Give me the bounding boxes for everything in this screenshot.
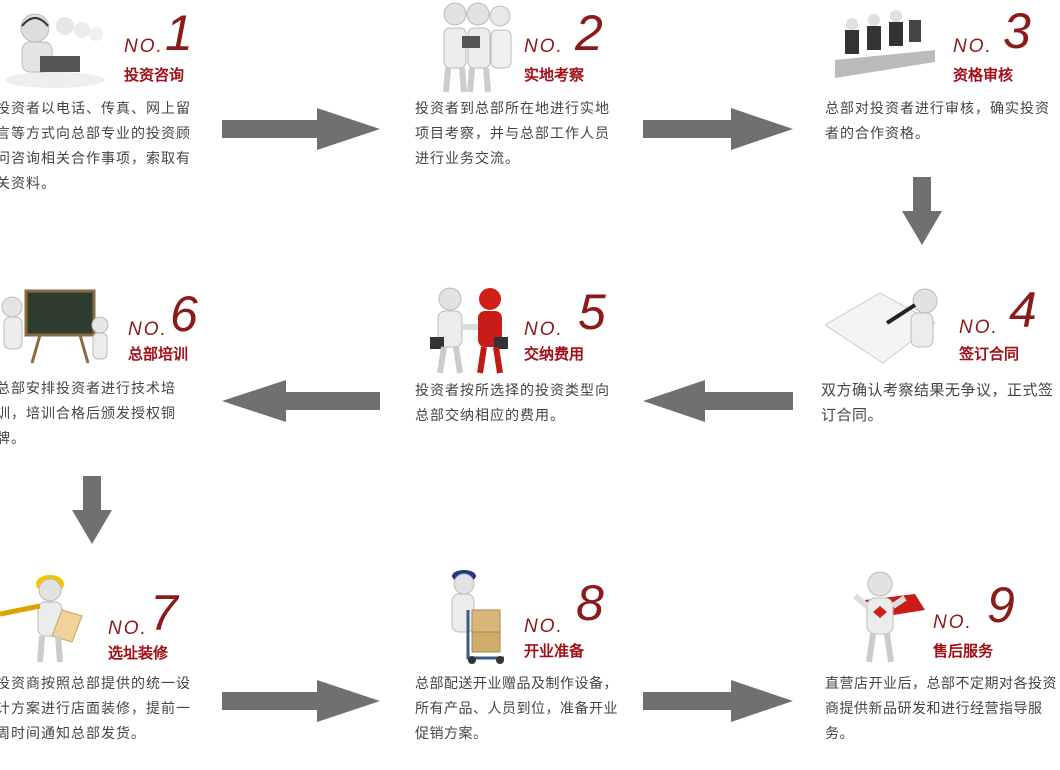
step-number: 8 xyxy=(576,575,604,631)
step-6: NO. 6 总部培训 总部安排投资者进行技术培训，培训合格后颁发授权铜牌。 xyxy=(0,285,250,485)
step-no-label: NO. xyxy=(124,36,164,57)
step-title: 实地考察 xyxy=(524,64,585,85)
arrow-right-icon xyxy=(222,680,380,722)
step-description: 投资商按照总部提供的统一设计方案进行店面装修，提前一周时间通知总部发货。 xyxy=(0,676,191,742)
step-number: 1 xyxy=(165,5,193,61)
step-title: 售后服务 xyxy=(933,640,994,661)
reading-figures-icon xyxy=(410,0,525,95)
arrow-down-icon xyxy=(72,476,112,544)
step-4: NO. 4 签订合同 双方确认考察结果无争议，正式签订合同。 xyxy=(821,282,1060,485)
step-description: 总部安排投资者进行技术培训，培训合格后颁发授权铜牌。 xyxy=(0,381,176,447)
step-8: NO. 8 开业准备 总部配送开业赠品及制作设备，所有产品、人员到位，准备开业促… xyxy=(410,570,660,770)
step-no-label: NO. xyxy=(524,319,564,340)
step-description: 投资者到总部所在地进行实地项目考察，并与总部工作人员进行业务交流。 xyxy=(415,101,610,167)
step-number: 7 xyxy=(150,585,178,641)
step-number: 3 xyxy=(1003,3,1031,59)
superhero-figure-icon xyxy=(825,570,940,665)
step-no-label: NO. xyxy=(108,618,148,639)
step-2: NO. 2 实地考察 投资者到总部所在地进行实地项目考察，并与总部工作人员进行业… xyxy=(410,0,660,200)
step-no-label: NO. xyxy=(128,319,168,340)
step-no-label: NO. xyxy=(524,36,564,57)
step-no-label: NO. xyxy=(524,616,564,637)
step-no-label: NO. xyxy=(959,317,999,338)
step-description: 双方确认考察结果无争议，正式签订合同。 xyxy=(821,381,1054,424)
step-description: 投资者按所选择的投资类型向总部交纳相应的费用。 xyxy=(415,383,610,424)
step-title: 投资咨询 xyxy=(124,64,185,85)
arrow-right-icon xyxy=(643,680,793,722)
step-number: 2 xyxy=(575,5,603,61)
step-description: 总部配送开业赠品及制作设备，所有产品、人员到位，准备开业促销方案。 xyxy=(415,676,618,742)
step-title: 资格审核 xyxy=(953,64,1014,85)
step-number: 6 xyxy=(170,286,198,342)
arrow-right-icon xyxy=(222,108,380,150)
construction-worker-icon xyxy=(0,570,115,665)
teacher-board-icon xyxy=(0,285,115,380)
step-7: NO. 7 选址装修 投资商按照总部提供的统一设计方案进行店面装修，提前一周时间… xyxy=(0,570,250,770)
step-no-label: NO. xyxy=(933,612,973,633)
handshake-figures-icon xyxy=(410,285,525,380)
step-title: 签订合同 xyxy=(959,343,1020,364)
step-title: 交纳费用 xyxy=(524,343,585,364)
step-title: 开业准备 xyxy=(524,640,585,661)
delivery-figure-icon xyxy=(410,570,525,665)
step-number: 4 xyxy=(1009,282,1037,338)
step-number: 9 xyxy=(987,577,1015,633)
step-number: 5 xyxy=(578,284,606,340)
headset-figure-icon xyxy=(0,0,115,95)
step-1: NO. 1 投资咨询 投资者以电话、传真、网上留言等方式向总部专业的投资顾问咨询… xyxy=(0,0,250,200)
step-description: 总部对投资者进行审核，确实投资者的合作资格。 xyxy=(825,101,1050,142)
step-description: 投资者以电话、传真、网上留言等方式向总部专业的投资顾问咨询相关合作事项，索取有关… xyxy=(0,101,191,192)
meeting-table-icon xyxy=(825,0,940,95)
arrow-left-icon xyxy=(643,380,793,422)
step-title: 选址装修 xyxy=(108,642,169,663)
step-3: NO. 3 资格审核 总部对投资者进行审核，确实投资者的合作资格。 xyxy=(825,0,1060,200)
arrow-left-icon xyxy=(222,380,380,422)
arrow-down-icon xyxy=(902,177,942,245)
signing-figure-icon xyxy=(824,285,940,380)
step-title: 总部培训 xyxy=(128,343,189,364)
arrow-right-icon xyxy=(643,108,793,150)
step-no-label: NO. xyxy=(953,36,993,57)
step-5: NO. 5 交纳费用 投资者按所选择的投资类型向总部交纳相应的费用。 xyxy=(410,285,660,485)
step-description: 直营店开业后，总部不定期对各投资商提供新品研发和进行经营指导服务。 xyxy=(825,676,1057,742)
step-9: NO. 9 售后服务 直营店开业后，总部不定期对各投资商提供新品研发和进行经营指… xyxy=(825,570,1060,770)
